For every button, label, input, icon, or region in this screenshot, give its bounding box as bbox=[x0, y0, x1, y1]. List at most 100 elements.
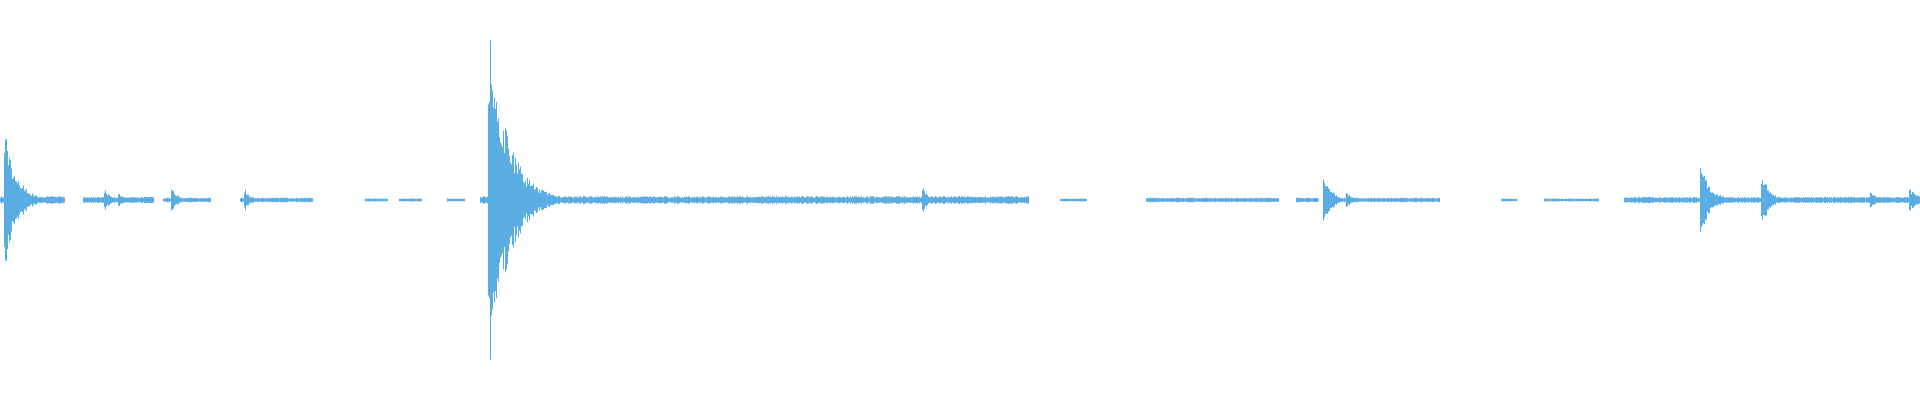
waveform-sample bbox=[985, 196, 986, 204]
waveform-sample bbox=[1233, 198, 1234, 202]
waveform-sample bbox=[1010, 196, 1011, 204]
waveform-sample bbox=[945, 196, 946, 204]
waveform-sample bbox=[1067, 199, 1068, 201]
waveform-sample bbox=[782, 196, 783, 204]
waveform-sample bbox=[297, 197, 298, 203]
waveform-sample bbox=[788, 196, 789, 204]
waveform-sample bbox=[727, 197, 728, 203]
waveform-sample bbox=[908, 197, 909, 203]
waveform-sample bbox=[1583, 198, 1584, 202]
waveform-sample bbox=[744, 197, 745, 203]
waveform-sample bbox=[1261, 198, 1262, 202]
waveform-sample bbox=[1242, 198, 1243, 202]
waveform-sample bbox=[265, 198, 266, 202]
waveform-sample bbox=[1252, 198, 1253, 202]
waveform-sample bbox=[634, 196, 635, 204]
waveform-sample bbox=[1675, 197, 1676, 203]
waveform-sample bbox=[402, 198, 403, 202]
waveform-sample bbox=[713, 196, 714, 204]
waveform-sample bbox=[927, 195, 928, 205]
waveform-sample bbox=[271, 197, 272, 203]
waveform-sample bbox=[928, 196, 929, 204]
waveform-sample bbox=[731, 196, 732, 204]
waveform-sample bbox=[702, 196, 703, 204]
waveform-sample bbox=[1655, 197, 1656, 203]
waveform-sample bbox=[1071, 198, 1072, 202]
waveform-sample bbox=[1432, 198, 1433, 202]
waveform-sample bbox=[288, 198, 289, 202]
waveform-sample bbox=[193, 198, 194, 202]
waveform-sample bbox=[1386, 198, 1387, 202]
waveform-sample bbox=[839, 196, 840, 204]
waveform-sample bbox=[1597, 198, 1598, 202]
waveform-sample bbox=[989, 197, 990, 203]
waveform-sample bbox=[967, 196, 968, 204]
waveform-sample bbox=[1063, 198, 1064, 202]
waveform-sample bbox=[645, 196, 646, 204]
waveform-sample bbox=[787, 197, 788, 203]
waveform-sample bbox=[1329, 189, 1330, 211]
waveform-sample bbox=[1183, 197, 1184, 203]
waveform-sample bbox=[532, 185, 533, 215]
waveform-sample bbox=[1701, 172, 1702, 228]
waveform-sample bbox=[724, 197, 725, 203]
waveform-sample bbox=[1765, 184, 1766, 216]
waveform-sample bbox=[638, 197, 639, 203]
waveform-sample bbox=[1363, 198, 1364, 202]
waveform-sample bbox=[1398, 198, 1399, 202]
waveform-sample bbox=[784, 197, 785, 203]
waveform-sample bbox=[410, 198, 411, 202]
waveform-sample bbox=[1594, 198, 1595, 202]
waveform-sample bbox=[1350, 196, 1351, 204]
waveform-sample bbox=[1002, 196, 1003, 204]
waveform-sample bbox=[1365, 198, 1366, 202]
waveform-sample bbox=[1309, 198, 1310, 202]
waveform-sample bbox=[1862, 197, 1863, 203]
waveform-sample bbox=[47, 196, 48, 204]
waveform-sample bbox=[888, 196, 889, 204]
waveform-sample bbox=[1324, 182, 1325, 218]
waveform-sample bbox=[901, 197, 902, 203]
waveform-sample bbox=[521, 173, 522, 227]
waveform-sample bbox=[13, 177, 14, 223]
waveform-sample bbox=[1254, 198, 1255, 202]
waveform-sample bbox=[1903, 197, 1904, 203]
waveform-sample bbox=[132, 197, 133, 203]
waveform-sample bbox=[1510, 198, 1511, 202]
waveform-sample bbox=[140, 198, 141, 202]
waveform-sample bbox=[789, 197, 790, 203]
waveform-sample bbox=[775, 197, 776, 203]
waveform-sample bbox=[914, 197, 915, 203]
waveform-sample bbox=[292, 198, 293, 202]
waveform-sample bbox=[729, 196, 730, 204]
waveform-sample bbox=[526, 186, 527, 214]
waveform-sample bbox=[1190, 197, 1191, 203]
waveform-sample bbox=[1364, 198, 1365, 202]
waveform-sample bbox=[1728, 197, 1729, 203]
waveform-sample bbox=[616, 197, 617, 203]
waveform-sample bbox=[1894, 197, 1895, 203]
waveform-sample bbox=[186, 197, 187, 203]
waveform-sample bbox=[868, 197, 869, 203]
waveform-sample bbox=[94, 198, 95, 202]
waveform-sample bbox=[1795, 197, 1796, 203]
waveform-sample bbox=[481, 197, 482, 203]
waveform-sample bbox=[1384, 198, 1385, 202]
waveform-sample bbox=[1415, 197, 1416, 203]
waveform-sample bbox=[57, 197, 58, 203]
waveform-sample bbox=[1182, 198, 1183, 202]
waveform-sample bbox=[741, 196, 742, 204]
waveform-sample bbox=[1184, 198, 1185, 202]
waveform-sample bbox=[588, 196, 589, 204]
waveform-sample bbox=[1335, 196, 1336, 204]
waveform-sample bbox=[1395, 197, 1396, 203]
waveform-sample bbox=[1889, 197, 1890, 203]
waveform-sample bbox=[1405, 197, 1406, 203]
waveform-sample bbox=[8, 165, 9, 235]
waveform-sample bbox=[1251, 198, 1252, 202]
waveform-sample bbox=[405, 198, 406, 202]
waveform-sample bbox=[776, 196, 777, 204]
waveform-sample bbox=[307, 198, 308, 202]
waveform-sample bbox=[273, 197, 274, 203]
waveform-sample bbox=[622, 196, 623, 204]
